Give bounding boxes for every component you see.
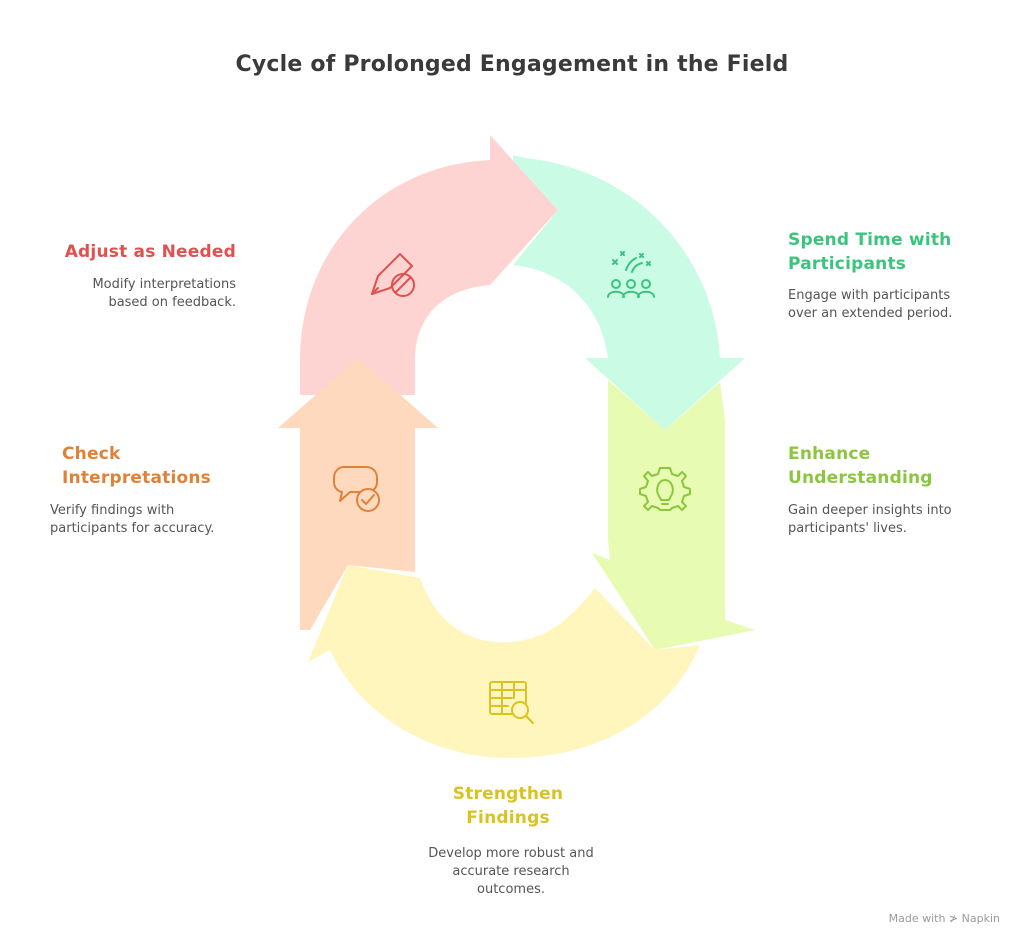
step-strengthen-description: Develop more robust and accurate researc… — [398, 845, 624, 899]
people-celebration-icon — [607, 251, 655, 298]
pencil-prohibit-icon — [371, 253, 415, 297]
step-strengthen-heading-line2: Findings — [466, 808, 550, 828]
step-spend-desc-line1: Engage with participants — [788, 288, 951, 303]
step-adjust-heading-line1: Adjust as Needed — [64, 242, 236, 262]
step-strengthen-desc-line2: accurate research — [452, 864, 570, 879]
step-enhance-heading-line2: Understanding — [788, 468, 933, 488]
step-adjust-heading: Adjust as Needed — [65, 240, 236, 264]
step-enhance-heading-line1: Enhance — [788, 444, 871, 464]
step-spend-heading: Spend Time with Participants — [788, 228, 951, 276]
step-enhance-heading: Enhance Understanding — [788, 442, 933, 490]
step-check-desc-line1: Verify findings with — [50, 503, 175, 518]
step-enhance-desc-line2: participants' lives. — [788, 521, 907, 536]
made-with-napkin-footer: Made with ≯ Napkin — [888, 912, 1000, 925]
arrow-enhance — [592, 380, 755, 650]
arrow-strengthen — [308, 565, 700, 758]
step-strengthen-desc-line3: outcomes. — [477, 882, 545, 897]
step-enhance-description: Gain deeper insights into participants' … — [788, 502, 952, 538]
step-spend-description: Engage with participants over an extende… — [788, 287, 952, 323]
step-spend-heading-line1: Spend Time with — [788, 230, 952, 250]
table-search-icon — [489, 681, 534, 724]
arrow-adjust — [300, 135, 558, 395]
step-strengthen-desc-line1: Develop more robust and — [428, 846, 594, 861]
step-check-description: Verify findings with participants for ac… — [50, 502, 214, 538]
step-adjust-desc-line1: Modify interpretations — [92, 277, 236, 292]
step-spend-heading-line2: Participants — [788, 254, 907, 274]
step-check-heading-line1: Check — [62, 444, 121, 464]
step-check-desc-line2: participants for accuracy. — [50, 521, 215, 536]
step-strengthen-heading-line1: Strengthen — [452, 784, 564, 804]
gear-lightbulb-icon — [639, 467, 691, 511]
step-adjust-description: Modify interpretations based on feedback… — [92, 276, 236, 312]
chat-check-icon — [333, 466, 380, 512]
step-check-heading: Check Interpretations — [62, 442, 211, 490]
step-check-heading-line2: Interpretations — [62, 468, 212, 488]
diagram-title: Cycle of Prolonged Engagement in the Fie… — [235, 52, 789, 77]
step-strengthen-heading: Strengthen Findings — [408, 782, 608, 830]
step-spend-desc-line2: over an extended period. — [788, 306, 953, 321]
step-adjust-desc-line2: based on feedback. — [108, 295, 236, 310]
step-enhance-desc-line1: Gain deeper insights into — [788, 503, 952, 518]
